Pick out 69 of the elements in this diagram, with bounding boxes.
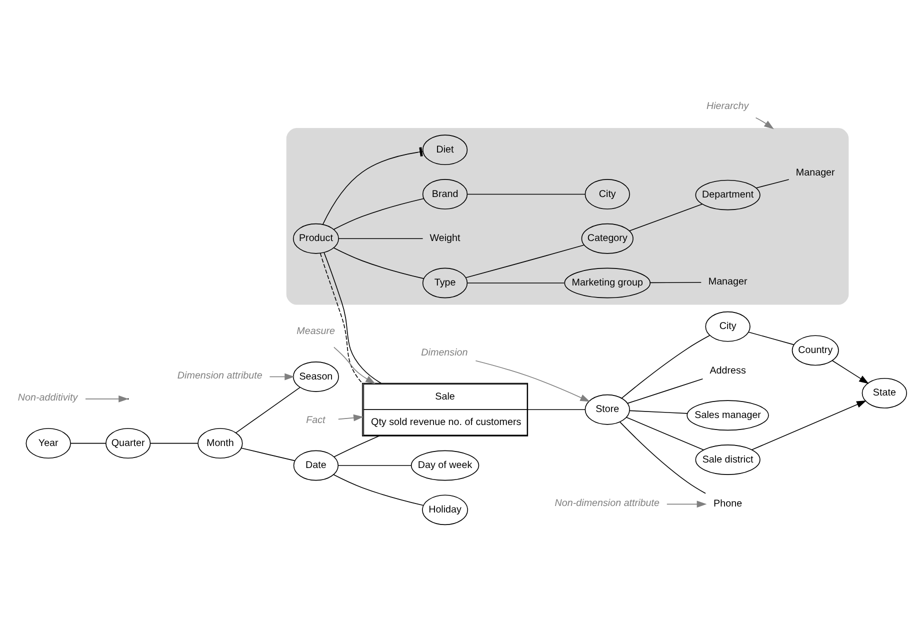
node-ellipse: Country bbox=[792, 335, 839, 366]
connector bbox=[650, 282, 702, 284]
arrow bbox=[334, 346, 376, 384]
node-ellipse: Season bbox=[292, 362, 339, 392]
node-ellipse: Day of week bbox=[410, 450, 480, 481]
connector bbox=[150, 442, 198, 444]
node-ellipse: Store bbox=[584, 394, 630, 425]
connector bbox=[334, 436, 380, 458]
arrow bbox=[338, 414, 364, 422]
connector bbox=[629, 410, 688, 414]
node-ellipse: Sale district bbox=[695, 444, 760, 475]
node-text: Non-additivity bbox=[18, 392, 78, 404]
node-ellipse: Marketing group bbox=[564, 268, 651, 298]
connector bbox=[627, 378, 704, 404]
connector bbox=[333, 474, 424, 506]
node-ellipse: Product bbox=[292, 223, 339, 254]
node-text: Manager bbox=[708, 276, 748, 288]
node-ellipse: City bbox=[584, 179, 630, 210]
node-text: Phone bbox=[714, 498, 742, 510]
node-text: Address bbox=[710, 366, 746, 377]
node-ellipse: Department bbox=[695, 180, 760, 210]
node-text: Manager bbox=[796, 167, 835, 178]
connector bbox=[467, 194, 586, 195]
connector bbox=[338, 465, 412, 466]
connector bbox=[236, 387, 300, 434]
node-text: Hierarchy bbox=[706, 100, 749, 112]
node-ellipse: City bbox=[705, 311, 750, 342]
arrow bbox=[755, 117, 774, 130]
node-text: Non-dimension attribute bbox=[554, 498, 660, 509]
node-ellipse: Diet bbox=[422, 134, 468, 166]
connector bbox=[527, 409, 586, 410]
connector bbox=[621, 335, 710, 399]
node-ellipse: Month bbox=[198, 428, 243, 459]
node-ellipse: Sales manager bbox=[686, 400, 769, 431]
node-ellipse: Holiday bbox=[422, 494, 468, 526]
node-ellipse: Year bbox=[26, 428, 71, 459]
connector bbox=[629, 204, 703, 232]
node-ellipse: Date bbox=[293, 450, 339, 481]
connector bbox=[626, 416, 704, 450]
connector bbox=[756, 179, 790, 188]
connector bbox=[322, 147, 424, 225]
node-text: Dimension attribute bbox=[177, 370, 262, 382]
connector bbox=[241, 448, 296, 462]
node-ellipse: Quarter bbox=[106, 428, 151, 459]
cluster bbox=[286, 128, 849, 305]
connector bbox=[324, 252, 382, 384]
node-text: Fact bbox=[306, 414, 326, 426]
node-text: Measure bbox=[296, 326, 335, 338]
node-ellipse: State bbox=[862, 378, 908, 408]
arrow bbox=[269, 373, 294, 380]
node-ellipse: Type bbox=[422, 268, 468, 298]
node-text: Dimension bbox=[421, 347, 468, 358]
node-ellipse: Brand bbox=[422, 179, 468, 210]
connector bbox=[748, 332, 794, 346]
connector bbox=[466, 244, 584, 278]
connector bbox=[620, 422, 706, 494]
arrow bbox=[475, 360, 590, 402]
connector bbox=[467, 282, 565, 284]
node-ellipse: Category bbox=[581, 223, 634, 254]
arrow bbox=[751, 400, 866, 450]
arrow bbox=[832, 360, 869, 384]
connector bbox=[333, 198, 424, 230]
arrow bbox=[85, 395, 128, 402]
connector bbox=[338, 238, 424, 240]
connector bbox=[320, 252, 363, 384]
connector bbox=[70, 442, 106, 444]
arrow bbox=[666, 500, 707, 508]
node-text: Weight bbox=[430, 233, 460, 244]
connector bbox=[333, 247, 424, 279]
